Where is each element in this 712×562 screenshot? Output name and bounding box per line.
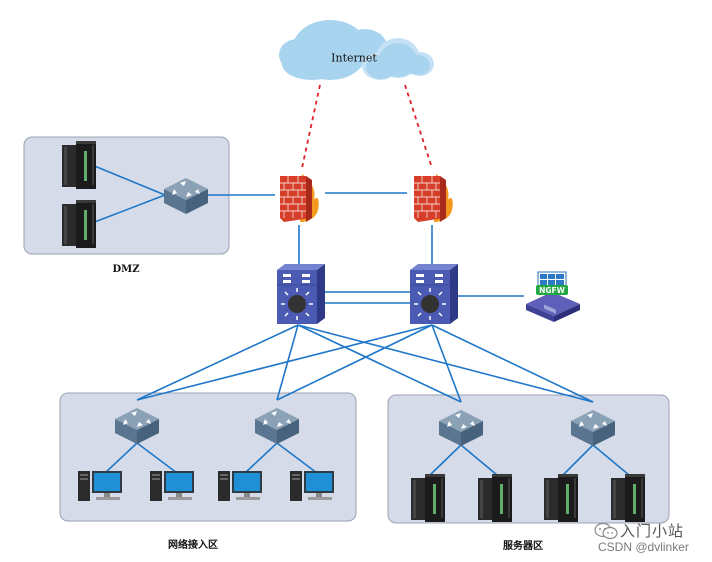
link-acc1-pc2 <box>136 442 178 474</box>
server-4 <box>611 474 645 522</box>
dmz-server-1 <box>62 141 96 189</box>
ngfw-label: NGFW <box>539 286 566 295</box>
link-acc4-srv4 <box>592 444 630 476</box>
server-1 <box>411 474 445 522</box>
server-zone-label: 服务器区 <box>503 541 543 552</box>
link-core1-acc4 <box>297 324 594 403</box>
link-internet-fw1 <box>301 84 321 169</box>
link-core1-acc3 <box>297 324 462 403</box>
link-core2-acc1 <box>136 324 433 401</box>
dmz-server-2 <box>62 200 96 248</box>
link-acc2-pc4 <box>276 442 318 474</box>
watermark-subtitle: CSDN @dvlinker <box>598 540 689 554</box>
link-acc3-srv1 <box>429 444 462 476</box>
link-core2-acc4 <box>431 324 594 403</box>
dmz-label: DMZ <box>112 264 140 275</box>
link-dmz-server1-switch <box>91 164 166 196</box>
access-zone <box>59 392 357 522</box>
link-acc4-srv3 <box>562 444 594 476</box>
link-core2-acc2 <box>276 324 433 401</box>
core-switch-1 <box>276 263 326 325</box>
firewall-1 <box>279 173 320 223</box>
link-dmz-server2-switch <box>91 194 166 224</box>
link-acc3-srv2 <box>460 444 498 476</box>
link-internet-fw2 <box>404 84 433 169</box>
internet-label: Internet <box>331 51 377 65</box>
link-acc1-pc1 <box>104 442 138 474</box>
wechat-icon <box>594 522 618 540</box>
firewall-2 <box>413 173 454 223</box>
access-zone-label: 网络接入区 <box>168 540 218 551</box>
link-core1-acc1 <box>136 324 299 401</box>
server-3 <box>544 474 578 522</box>
core-switch-2 <box>409 263 459 325</box>
ngfw-device: NGFW <box>526 271 580 322</box>
links <box>91 164 630 476</box>
watermark-title: 入门小站 <box>620 522 685 540</box>
internet-cloud <box>279 20 434 80</box>
server-2 <box>478 474 512 522</box>
link-acc2-pc3 <box>244 442 278 474</box>
internet-links <box>301 84 433 169</box>
link-core2-acc3 <box>431 324 462 403</box>
